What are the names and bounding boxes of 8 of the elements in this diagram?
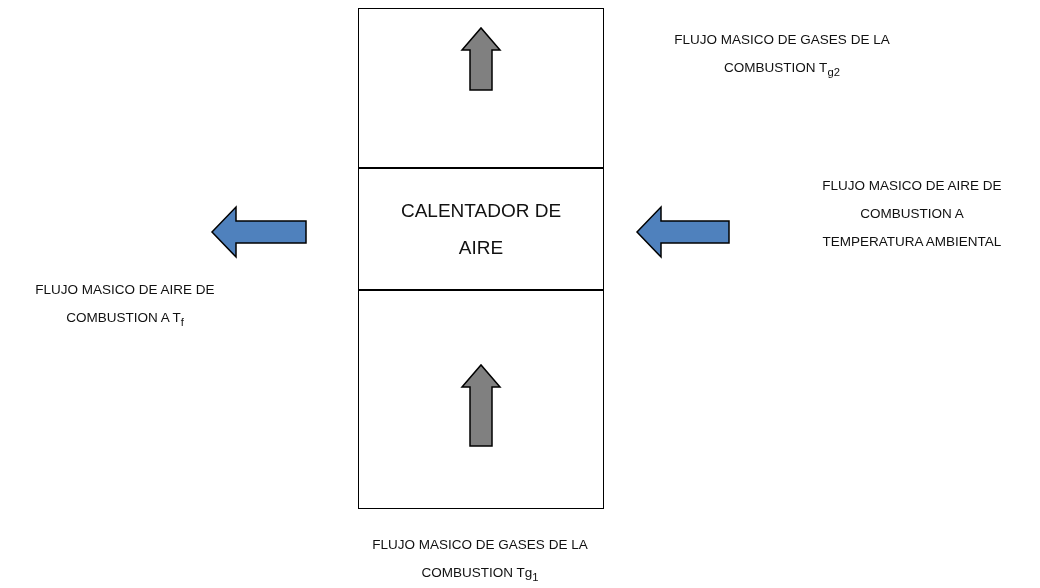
air-heater-box: [358, 168, 604, 290]
top-section-box: [358, 8, 604, 168]
bottom-section-box: [358, 290, 604, 509]
flow-label: FLUJO MASICO DE GASES DE LA COMBUSTION T$_{g2}$: [673, 31, 891, 80]
flow-label: FLUJO MASICO DE AIRE DE COMBUSTION A T$_{f}$: [34, 281, 216, 330]
flow-label: FLUJO MASICO DE GASES DE LA COMBUSTION Tg$_{1}$: [371, 536, 589, 585]
flow-label: FLUJO MASICO DE AIRE DE COMBUSTION A TEMPERATURA AMBIENTAL: [821, 177, 1003, 251]
heater-label: CALENTADOR DE AIRE: [399, 199, 563, 260]
